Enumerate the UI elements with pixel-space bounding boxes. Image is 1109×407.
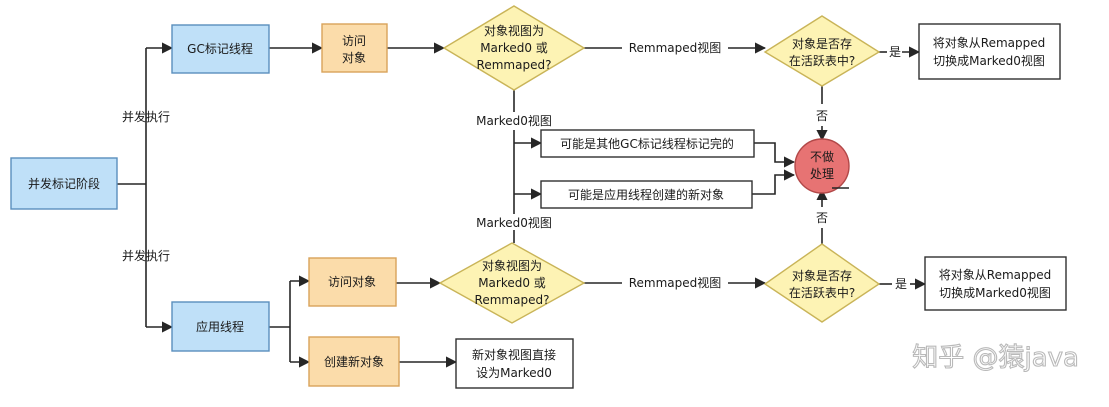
node-switch-view-bottom: 将对象从Remapped 切换成Marked0视图 — [924, 256, 1067, 311]
node-concurrent-mark: 并发标记阶段 — [10, 157, 118, 210]
decision-bottom-line2: Marked0 或 — [478, 276, 546, 290]
edge-app-created-to-no-action — [752, 169, 796, 195]
node-other-gc-marked: 可能是其他GC标记线程标记完的 — [540, 129, 755, 158]
node-in-active-table-top: 对象是否存 在活跃表中? — [763, 15, 881, 87]
connectors — [117, 42, 927, 368]
no-action-line2: 处理 — [810, 167, 834, 181]
decision-bottom-line1: 对象视图为 — [482, 258, 542, 273]
node-access-object-top: 访问 对象 — [321, 23, 388, 73]
concurrent-mark-label: 并发标记阶段 — [28, 176, 100, 191]
edge-labels: 并发执行 并发执行 Remmaped视图 Remmaped视图 是 是 Mark… — [122, 40, 907, 291]
access-object-top-line1: 访问 — [342, 34, 366, 48]
app-thread-label: 应用线程 — [196, 319, 244, 334]
decision-bottom-line3: Remmaped? — [475, 293, 550, 307]
watermark: 知乎 @猿java — [912, 343, 1079, 373]
decision-top-line3: Remmaped? — [477, 58, 552, 72]
node-app-thread: 应用线程 — [171, 301, 270, 352]
node-set-marked0: 新对象视图直接 设为Marked0 — [455, 338, 574, 389]
node-decision-bottom: 对象视图为 Marked0 或 Remmaped? — [438, 242, 586, 324]
node-app-created-new: 可能是应用线程创建的新对象 — [540, 180, 753, 209]
create-new-object-label: 创建新对象 — [324, 354, 384, 369]
in-active-table-top-line2: 在活跃表中? — [789, 53, 855, 68]
gc-mark-thread-label: GC标记线程 — [187, 41, 253, 56]
label-remapped-bottom: Remmaped视图 — [629, 275, 722, 290]
label-remapped-top: Remmaped视图 — [629, 40, 722, 55]
label-concurrent-top: 并发执行 — [122, 109, 170, 124]
other-gc-marked-label: 可能是其他GC标记线程标记完的 — [560, 136, 734, 151]
no-action-line1: 不做 — [810, 149, 834, 164]
access-object-bottom-label: 访问对象 — [328, 275, 376, 289]
node-gc-mark-thread: GC标记线程 — [171, 24, 270, 74]
switch-view-top-line1: 将对象从Remapped — [933, 36, 1045, 50]
label-yes-bottom: 是 — [895, 277, 907, 291]
in-active-table-bottom-line1: 对象是否存 — [792, 269, 852, 283]
label-no-top: 否 — [816, 109, 828, 123]
set-marked0-line2: 设为Marked0 — [476, 366, 552, 380]
switch-view-bottom-line1: 将对象从Remapped — [939, 268, 1051, 282]
node-access-object-bottom: 访问对象 — [308, 257, 397, 307]
label-no-bottom: 否 — [816, 211, 828, 225]
access-object-top-line2: 对象 — [342, 51, 366, 65]
edge-other-gc-to-no-action — [754, 142, 796, 168]
in-active-table-top-line1: 对象是否存 — [792, 37, 852, 51]
in-active-table-bottom-line2: 在活跃表中? — [789, 285, 855, 300]
switch-view-bottom-line2: 切换成Marked0视图 — [939, 285, 1051, 300]
label-yes-top: 是 — [889, 45, 901, 59]
node-switch-view-top: 将对象从Remapped 切换成Marked0视图 — [918, 23, 1061, 80]
node-create-new-object: 创建新对象 — [308, 336, 400, 387]
node-no-action: 不做 处理 — [794, 138, 850, 194]
set-marked0-line1: 新对象视图直接 — [472, 347, 556, 362]
switch-view-top-line2: 切换成Marked0视图 — [933, 53, 1045, 68]
app-created-new-label: 可能是应用线程创建的新对象 — [568, 187, 724, 202]
decision-top-line1: 对象视图为 — [484, 23, 544, 38]
label-marked0-top: Marked0视图 — [476, 113, 552, 128]
node-decision-top: 对象视图为 Marked0 或 Remmaped? — [442, 5, 586, 91]
node-in-active-table-bottom: 对象是否存 在活跃表中? — [763, 243, 881, 323]
decision-top-line2: Marked0 或 — [480, 41, 548, 55]
label-marked0-bottom: Marked0视图 — [476, 215, 552, 230]
label-concurrent-bottom: 并发执行 — [122, 248, 170, 263]
